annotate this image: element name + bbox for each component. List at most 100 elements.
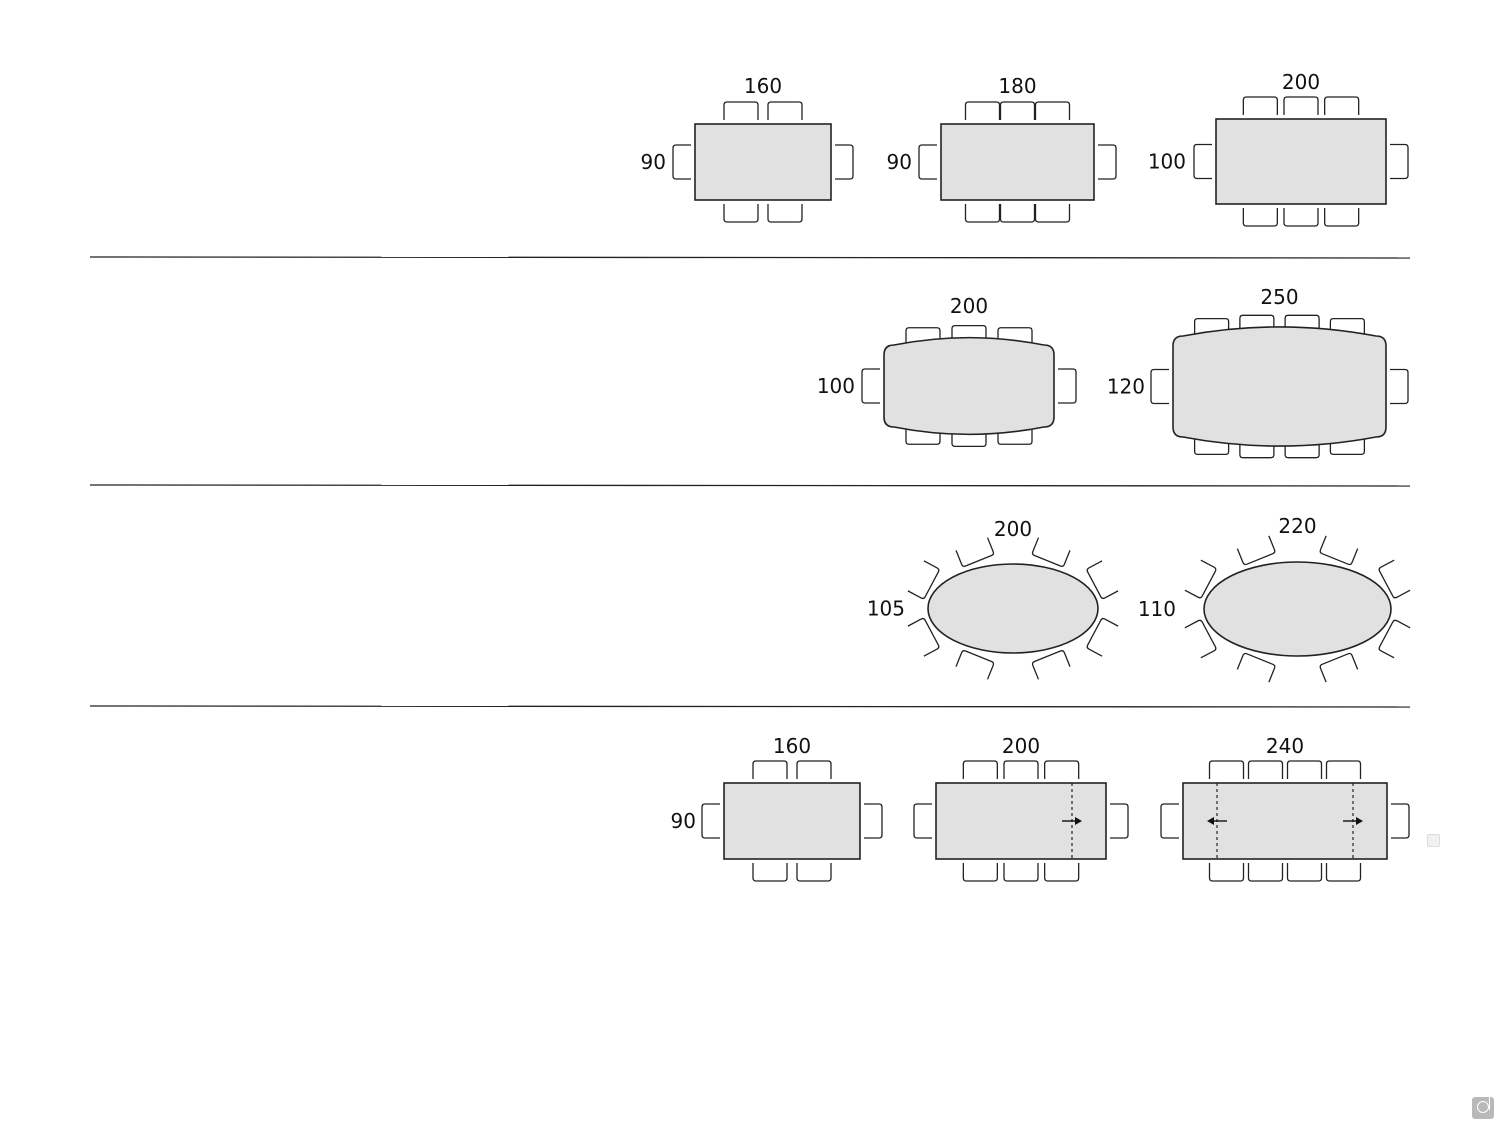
chair-icon <box>1193 143 1212 180</box>
chair-icon <box>1110 803 1129 839</box>
side-marker <box>1427 834 1440 847</box>
chair-group <box>1236 652 1276 683</box>
chair-icon <box>796 760 832 779</box>
logo-icon <box>1472 1096 1494 1119</box>
chair-icon <box>1378 559 1411 599</box>
table-top <box>694 123 832 201</box>
chair-icon <box>1044 760 1080 779</box>
width-label: 90 <box>641 150 666 174</box>
table-barrel <box>1150 314 1409 459</box>
chair-group <box>1086 560 1119 600</box>
chair-icon <box>796 863 832 882</box>
chair-icon <box>955 650 995 680</box>
chair-icon <box>999 204 1036 223</box>
chair-icon <box>752 863 788 882</box>
chair-group <box>1031 537 1071 567</box>
chair-icon <box>1247 760 1284 779</box>
chair-icon <box>964 204 1001 223</box>
chair-group <box>955 537 995 567</box>
chair-icon <box>918 144 937 180</box>
chair-icon <box>1391 803 1410 839</box>
chair-icon <box>999 101 1036 120</box>
chair-icon <box>767 204 803 223</box>
chair-icon <box>723 101 759 120</box>
length-label: 160 <box>773 734 811 758</box>
chair-icon <box>723 204 759 223</box>
row-dividers <box>89 256 1411 708</box>
arrowhead <box>1356 817 1363 825</box>
chair-icon <box>907 617 940 657</box>
chair-icon <box>701 803 720 839</box>
chair-group <box>1031 650 1071 680</box>
table-top <box>723 782 861 860</box>
table-top <box>927 563 1099 654</box>
table-rect <box>1193 96 1409 227</box>
chair-icon <box>1242 208 1278 227</box>
chair-icon <box>835 144 854 180</box>
chair-icon <box>1325 863 1362 882</box>
width-label: 100 <box>817 374 855 398</box>
length-label: 200 <box>950 294 988 318</box>
chair-icon <box>1324 96 1360 115</box>
chair-icon <box>861 368 880 404</box>
table-top <box>883 336 1055 436</box>
chair-icon <box>672 144 691 180</box>
table-top <box>1203 561 1392 657</box>
length-label: 200 <box>994 517 1032 541</box>
chair-group <box>1184 619 1217 659</box>
chair-group <box>907 617 940 657</box>
row-divider <box>89 484 1411 487</box>
chair-icon <box>1003 760 1039 779</box>
width-label: 120 <box>1107 375 1145 399</box>
chair-group <box>955 650 995 680</box>
width-label: 90 <box>671 809 696 833</box>
arrowhead <box>1207 817 1214 825</box>
chair-icon <box>1286 760 1323 779</box>
width-label: 105 <box>867 597 905 621</box>
chair-icon <box>1034 101 1071 120</box>
table-top <box>1172 326 1387 447</box>
chair-icon <box>1286 863 1323 882</box>
table-rect <box>672 101 854 223</box>
chair-icon <box>1242 96 1278 115</box>
chair-group <box>907 560 940 600</box>
chair-group <box>1086 617 1119 657</box>
table-top <box>940 123 1095 201</box>
chair-icon <box>1086 617 1119 657</box>
width-label: 100 <box>1148 150 1186 174</box>
chair-icon <box>1150 368 1169 405</box>
chair-icon <box>1208 760 1245 779</box>
chair-icon <box>1184 619 1217 659</box>
chair-icon <box>1086 560 1119 600</box>
chair-group <box>1319 535 1359 566</box>
chair-icon <box>1324 208 1360 227</box>
table-top <box>1215 118 1387 205</box>
chair-icon <box>962 760 998 779</box>
chair-group <box>1378 559 1411 599</box>
chair-group <box>1236 535 1276 566</box>
chair-icon <box>1319 652 1359 683</box>
chair-icon <box>1044 863 1080 882</box>
table-rect <box>1160 760 1410 882</box>
chair-icon <box>1184 559 1217 599</box>
table-rect <box>918 101 1117 223</box>
chair-icon <box>1283 96 1319 115</box>
length-label: 180 <box>998 74 1036 98</box>
width-label: 90 <box>887 150 912 174</box>
table-barrel <box>861 324 1077 448</box>
chair-icon <box>1031 537 1071 567</box>
row-divider <box>89 256 1411 259</box>
length-label: 250 <box>1260 285 1298 309</box>
chair-icon <box>962 863 998 882</box>
length-label: 200 <box>1002 734 1040 758</box>
chair-group <box>1378 619 1411 659</box>
chair-icon <box>1160 803 1179 839</box>
chair-icon <box>913 803 932 839</box>
chair-icon <box>864 803 883 839</box>
length-label: 160 <box>744 74 782 98</box>
chair-icon <box>1390 368 1409 405</box>
chair-icon <box>907 560 940 600</box>
length-label: 220 <box>1278 514 1316 538</box>
chair-icon <box>1325 760 1362 779</box>
